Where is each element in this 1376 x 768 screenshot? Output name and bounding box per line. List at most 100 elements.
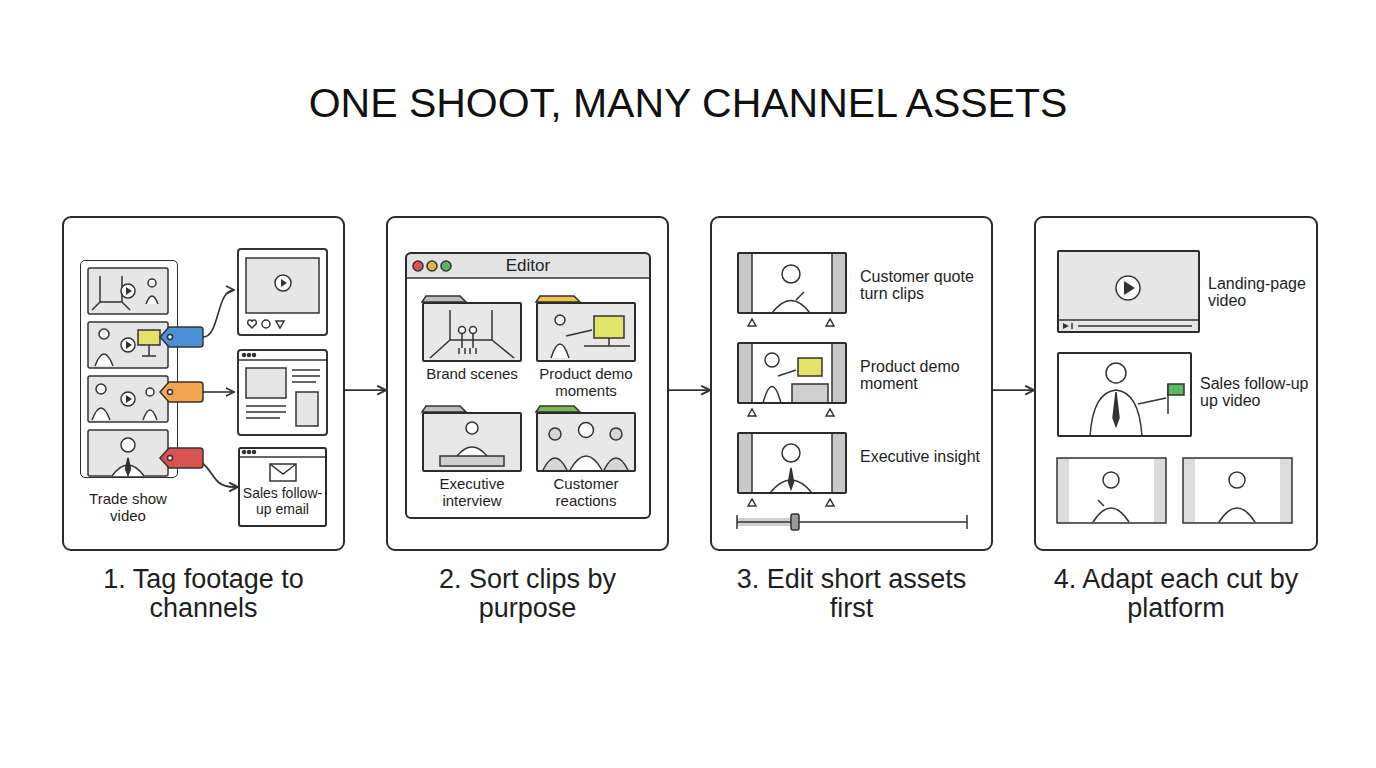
window-title: Editor <box>407 254 649 278</box>
channel-tag <box>168 335 173 340</box>
footage-thumbnails <box>121 392 135 406</box>
folder-art <box>423 413 521 471</box>
video-art <box>1069 459 1154 522</box>
step-panel: Brand scenesProduct demo momentsExecutiv… <box>386 216 669 551</box>
flow-arrow <box>669 389 710 391</box>
folder-art <box>536 406 580 412</box>
footage-thumbnails <box>88 322 168 368</box>
folder-art <box>543 458 567 470</box>
email-card: Sales follow-up email <box>238 447 327 527</box>
video-art <box>1195 459 1280 522</box>
video-art <box>1063 323 1069 329</box>
clip-art <box>748 319 834 326</box>
video-art <box>1229 472 1245 488</box>
folder-art <box>457 447 487 456</box>
folder-art <box>549 428 561 440</box>
channel-tag <box>160 448 203 468</box>
footage-thumbnails <box>126 395 132 403</box>
clip-art <box>782 265 800 283</box>
timeline-slider <box>737 514 967 530</box>
folder-label: Executive interview <box>417 475 527 509</box>
step-caption: 1. Tag footage to channels <box>69 565 339 623</box>
social-post-card <box>262 320 270 328</box>
social-post-card <box>281 279 287 287</box>
folder-art <box>430 310 514 358</box>
clip-art <box>798 358 822 376</box>
folder-label: Customer reactions <box>531 475 641 509</box>
folder-art <box>459 334 465 354</box>
footage-thumbnails <box>126 458 131 475</box>
web-page-card <box>238 350 327 435</box>
social-post-card <box>275 275 291 291</box>
footage-thumbnails <box>121 284 135 298</box>
step-caption: 2. Sort clips by purpose <box>393 565 663 623</box>
social-post-card <box>276 321 284 328</box>
footage-thumbnails <box>142 345 156 356</box>
footage-thumbnails <box>126 341 132 349</box>
footage-thumbnails <box>88 268 168 314</box>
footage-thumbnails <box>88 268 168 476</box>
clip-label: Customer quote turn clips <box>860 268 985 302</box>
folder-art <box>604 458 628 470</box>
clip-art <box>738 433 752 493</box>
clip-label: Product demo moment <box>860 358 985 392</box>
folder-label: Brand scenes <box>417 365 527 382</box>
clip-art <box>738 343 752 403</box>
folder-art <box>551 344 569 358</box>
clip-art <box>763 387 781 404</box>
social-post-card <box>238 249 327 335</box>
clip-folder: Product demo moments <box>536 302 636 362</box>
step-caption: 3. Edit short assets first <box>717 565 987 623</box>
clip-art <box>748 499 834 506</box>
footage-thumbnails <box>146 296 158 304</box>
web-page-card <box>246 368 286 398</box>
folder-art <box>459 327 466 334</box>
editor-chrome <box>406 253 650 278</box>
step-panel: Landing-page videoSales follow-up up vid… <box>1034 216 1318 551</box>
footage-thumbnails <box>146 388 154 396</box>
video-art <box>1183 458 1292 523</box>
video-art <box>1113 392 1119 426</box>
video-art <box>1103 472 1119 488</box>
video-art <box>1090 390 1142 436</box>
clip-art <box>738 343 846 403</box>
footage-thumbnails <box>121 338 135 352</box>
timeline-slider <box>737 518 793 526</box>
web-page-card <box>246 406 286 418</box>
editor-chrome <box>406 277 650 279</box>
folder-art <box>470 327 477 334</box>
timeline-slider <box>737 515 967 529</box>
web-page-card <box>238 359 327 361</box>
folder-art <box>440 456 504 466</box>
video-frame: Landing-page video <box>1057 250 1200 333</box>
flow-arrow <box>178 458 238 487</box>
channel-tag <box>160 327 203 468</box>
video-art <box>1168 384 1184 395</box>
editor-chrome <box>406 253 650 278</box>
web-page-card <box>248 354 251 357</box>
video-art <box>1098 500 1104 506</box>
video-art <box>1058 319 1199 321</box>
footage-thumbnails <box>112 465 144 476</box>
clip-folder: Executive interview <box>422 412 522 472</box>
video-art <box>1116 276 1140 300</box>
social-post-card <box>248 320 257 328</box>
footage-thumbnails <box>126 287 132 295</box>
channel-tag <box>168 456 173 461</box>
video-art <box>1124 281 1135 295</box>
clip-art <box>738 253 846 506</box>
clip-art <box>738 253 846 313</box>
footage-thumbnails <box>121 438 135 452</box>
email-card-art <box>243 451 246 454</box>
clip-art <box>752 433 832 493</box>
video-art <box>1106 363 1126 383</box>
web-page-card <box>292 370 320 382</box>
web-page-card <box>243 354 246 357</box>
editor-chrome <box>441 261 451 271</box>
flow-arrow <box>993 389 1034 391</box>
footage-thumbnails <box>92 276 130 310</box>
folder-art <box>537 413 635 471</box>
group-label: Trade show video <box>73 490 183 524</box>
